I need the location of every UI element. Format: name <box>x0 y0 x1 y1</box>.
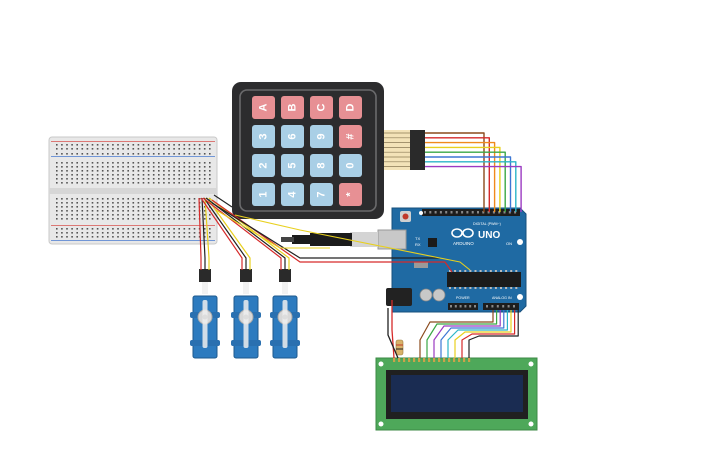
digital-label: DIGITAL (PWM~) <box>473 222 501 226</box>
servo-motor[interactable] <box>270 269 300 359</box>
keypad-key[interactable]: 4 <box>281 183 304 206</box>
keypad-key-label: C <box>316 103 328 111</box>
wires <box>198 132 522 359</box>
keypad-key[interactable]: 8 <box>310 154 333 177</box>
keypad-key-label: * <box>345 192 357 197</box>
keypad-key[interactable]: 9 <box>310 125 333 148</box>
lcd-16x2[interactable] <box>375 357 538 431</box>
keypad-key[interactable]: 3 <box>252 125 275 148</box>
keypad-key-label: D <box>345 103 357 111</box>
breadboard-center-channel <box>49 188 217 194</box>
resistor[interactable] <box>395 339 404 356</box>
atmega-chip <box>447 272 521 287</box>
keypad-key-label: 3 <box>258 133 270 139</box>
keypad-key[interactable]: # <box>339 125 362 148</box>
keypad-key-label: # <box>345 133 357 139</box>
arduino-logo-icon <box>451 228 474 238</box>
keypad-key-label: 9 <box>316 133 328 139</box>
analog-header[interactable] <box>483 303 519 310</box>
capacitor <box>432 288 446 302</box>
board-brand-label: ARDUINO <box>453 241 474 246</box>
keypad-key-label: 8 <box>316 162 328 168</box>
keypad-key-label: 1 <box>258 191 270 197</box>
keypad-key[interactable]: 0 <box>339 154 362 177</box>
keypad-key-label: 5 <box>287 162 299 168</box>
servo-motor[interactable] <box>190 269 220 359</box>
tx-label: TX <box>415 236 420 241</box>
keypad-key[interactable]: 6 <box>281 125 304 148</box>
breadboard-holes <box>56 144 211 238</box>
keypad-key[interactable]: D <box>339 96 362 119</box>
keypad-key[interactable]: 5 <box>281 154 304 177</box>
board-model-label: UNO <box>478 230 500 241</box>
digital-header[interactable] <box>422 209 520 216</box>
power-header[interactable] <box>448 303 478 310</box>
arduino-uno[interactable]: UNO ARDUINO DIGITAL (PWM~) ANALOG IN POW… <box>377 207 527 313</box>
keypad-key-label: 6 <box>287 133 299 139</box>
keypad-key-label: 2 <box>258 162 270 168</box>
keypad-key[interactable]: 1 <box>252 183 275 206</box>
analog-label: ANALOG IN <box>492 296 512 300</box>
usb-cable[interactable] <box>281 232 378 247</box>
keypad-key[interactable]: 2 <box>252 154 275 177</box>
rx-label: RX <box>415 242 421 247</box>
keypad-key-label: 7 <box>316 191 328 197</box>
keypad-key[interactable]: 7 <box>310 183 333 206</box>
keypad-ribbon <box>383 130 425 170</box>
keypad-key-label: B <box>287 103 299 111</box>
on-label: ON <box>506 241 512 246</box>
servo-motor[interactable] <box>231 269 261 359</box>
lcd-screen <box>391 375 523 412</box>
keypad-4x4[interactable]: A B C D 3 6 9 #2 5 8 0 1 4 7 * <box>232 82 384 219</box>
keypad-key-label: 0 <box>345 162 357 168</box>
keypad-key[interactable]: A <box>252 96 275 119</box>
keypad-key[interactable]: C <box>310 96 333 119</box>
keypad-connector[interactable] <box>410 130 425 170</box>
keypad-key[interactable]: * <box>339 183 362 206</box>
keypad-key-label: 4 <box>287 191 299 198</box>
keypad-key-label: A <box>258 103 270 111</box>
breadboard[interactable] <box>48 136 218 245</box>
capacitor <box>419 288 433 302</box>
power-jack[interactable] <box>386 288 412 306</box>
keypad-key[interactable]: B <box>281 96 304 119</box>
power-label: POWER <box>456 296 470 300</box>
